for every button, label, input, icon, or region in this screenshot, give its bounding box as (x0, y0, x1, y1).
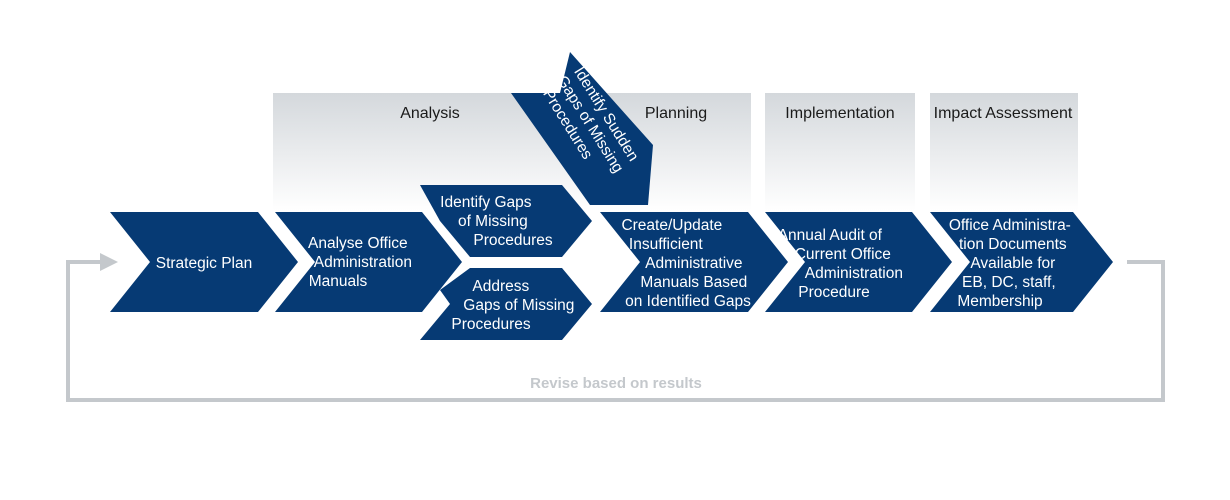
step-label: Create/Update Insufficient Administrativ… (621, 217, 751, 310)
chevron-shape (511, 52, 653, 205)
step-label: Strategic Plan (156, 255, 253, 272)
phase-panels: Analysis Planning Implementation Impact … (273, 93, 1078, 211)
phase-label-planning: Planning (645, 105, 707, 122)
chevron-shape (600, 212, 788, 312)
step-create-update: Create/Update Insufficient Administrativ… (600, 212, 788, 312)
chevron-shape (275, 212, 462, 312)
step-address-gaps: Address Gaps of Missing Procedures (420, 268, 592, 340)
step-identify-gaps: Identify Gaps of Missing Procedures (420, 185, 592, 257)
feedback-loop-line (66, 260, 1165, 402)
chevron-shape (765, 212, 952, 312)
feedback-loop: Revise based on results (66, 253, 1165, 402)
feedback-arrow-icon (100, 253, 118, 271)
step-label: Identify Gaps of Missing Procedures (440, 194, 553, 249)
step-annual-audit: Annual Audit of Current Office Administr… (765, 212, 952, 312)
chevron-shape (110, 212, 298, 312)
step-label: Address Gaps of Missing Procedures (451, 278, 578, 333)
phase-panel-implementation (765, 93, 915, 211)
step-analyse-manuals: Analyse Office Administration Manuals (275, 212, 462, 312)
chevron-shape (420, 268, 592, 340)
phase-panel-impact (930, 93, 1078, 211)
chevron-shape (420, 185, 592, 257)
step-documents-available: Office Administra- tion Documents Availa… (930, 212, 1113, 312)
phase-label-analysis: Analysis (400, 105, 460, 122)
phase-label-implementation: Implementation (785, 105, 894, 122)
step-label: Office Administra- tion Documents Availa… (949, 217, 1075, 310)
step-label: Annual Audit of Current Office Administr… (778, 227, 908, 301)
feedback-loop-label: Revise based on results (530, 375, 702, 392)
step-label: Analyse Office Administration Manuals (308, 235, 416, 290)
chevron-shape (930, 212, 1113, 312)
phase-label-impact: Impact Assessment (934, 105, 1073, 122)
step-strategic-plan: Strategic Plan (110, 212, 298, 312)
